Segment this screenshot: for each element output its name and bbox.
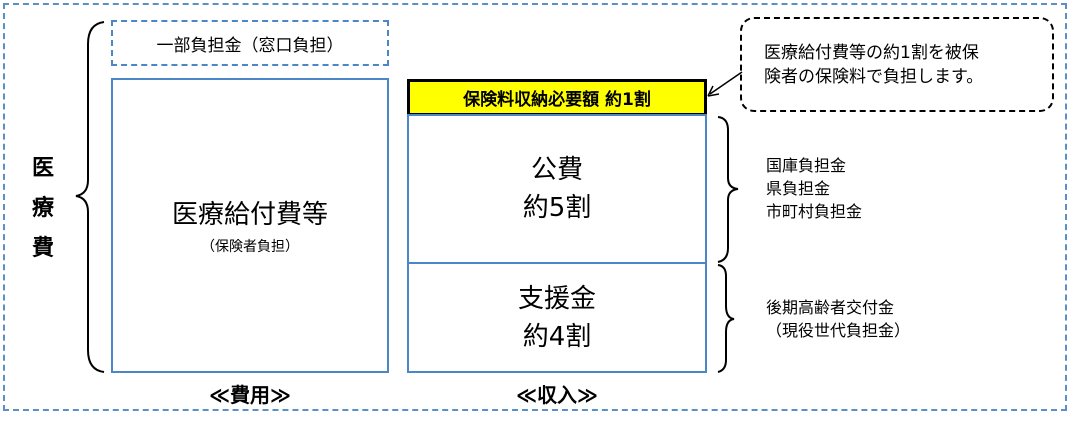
medical-benefits-box: 医療給付費等 （保険者負担） <box>111 78 389 373</box>
public-sources: 国庫負担金 県負担金 市町村負担金 <box>766 154 862 223</box>
premium-label: 保険料収納必要額 約1割 <box>463 90 651 110</box>
callout-line: 険者の保険料で負担します。 <box>764 67 984 87</box>
public-brace <box>717 116 739 263</box>
copay-box: 一部負担金（窓口負担） <box>111 20 389 66</box>
side-label-3: 費 <box>31 236 54 261</box>
support-funds-share: 約4割 <box>522 321 592 352</box>
medical-benefits-title: 医療給付費等 <box>171 199 328 230</box>
side-label-1: 医 <box>31 156 54 181</box>
cost-caption: ≪費用≫ <box>209 383 291 407</box>
support-source: 後期高齢者交付金 <box>766 298 895 317</box>
support-funds-title: 支援金 <box>517 283 596 314</box>
support-brace <box>717 264 735 373</box>
public-source: 国庫負担金 <box>766 156 847 175</box>
public-funds-box: 公費 約5割 <box>407 114 707 264</box>
public-funds-title: 公費 <box>530 155 583 185</box>
public-funds-share: 約5割 <box>522 193 592 223</box>
premium-box: 保険料収納必要額 約1割 <box>407 79 707 116</box>
copay-label: 一部負担金（窓口負担） <box>156 35 344 56</box>
side-label-2: 療 <box>31 196 54 221</box>
medical-benefits-sub: （保険者負担） <box>201 238 299 255</box>
callout-line: 医療給付費等の約1割を被保 <box>764 43 979 63</box>
outer-frame <box>3 3 1067 411</box>
arrow-head <box>707 85 720 97</box>
public-source: 県負担金 <box>766 179 831 198</box>
public-source: 市町村負担金 <box>766 202 863 221</box>
callout-arrow <box>709 71 743 95</box>
callout-note: 医療給付費等の約1割を被保 険者の保険料で負担します。 <box>740 17 1054 112</box>
support-source: （現役世代負担金） <box>766 321 911 340</box>
revenue-caption: ≪収入≫ <box>516 383 598 407</box>
support-funds-box: 支援金 約4割 <box>407 262 707 373</box>
support-sources: 後期高齢者交付金 （現役世代負担金） <box>766 296 910 342</box>
left-brace <box>75 21 105 373</box>
